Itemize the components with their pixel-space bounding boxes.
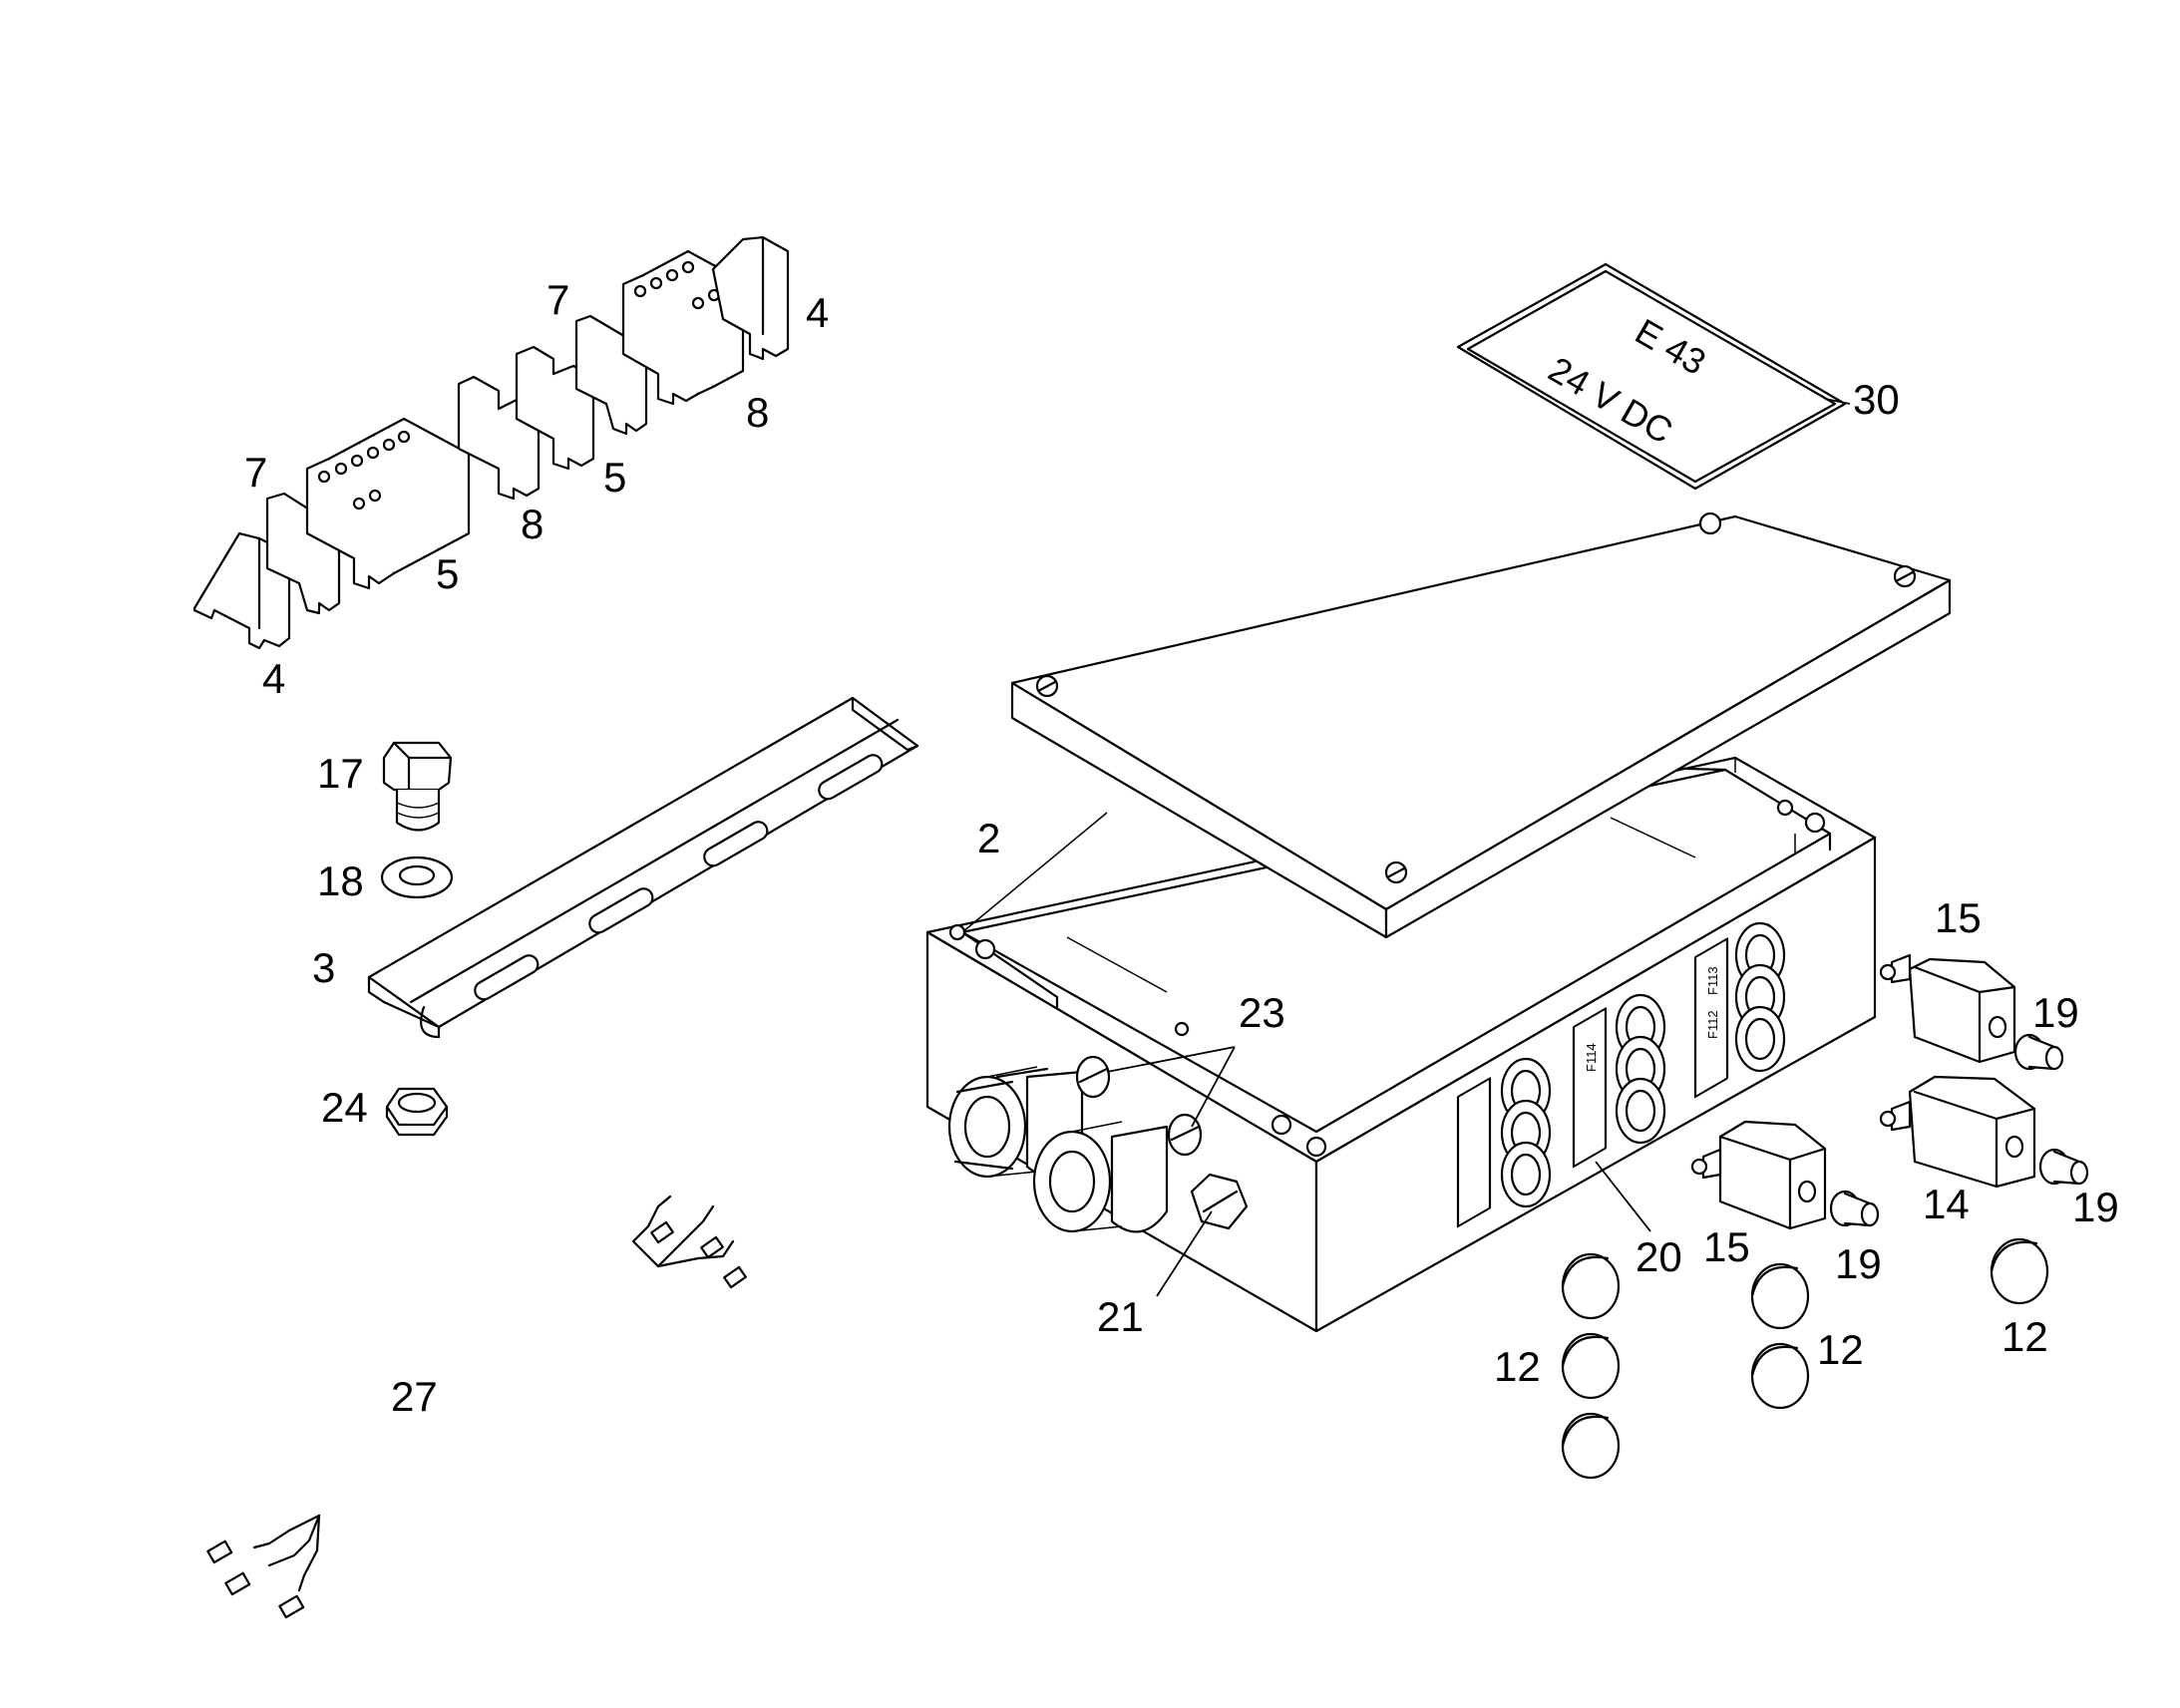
callout-8-upper: 8 [746, 389, 769, 436]
blanking-plug-23a [1075, 1055, 1111, 1099]
box-side-openings: F114 F113 F112 [1456, 921, 1786, 1228]
callout-30: 30 [1853, 376, 1900, 423]
indicator-19-top [2013, 1033, 2064, 1071]
contactor-14 [1879, 1075, 2036, 1189]
callout-27: 27 [391, 1373, 438, 1420]
indicator-19-mid [1829, 1190, 1880, 1227]
contactor-15-upper [1879, 953, 2016, 1064]
cable-gland-large-1 [947, 1066, 1084, 1179]
blind-cap-12-a3 [1561, 1412, 1621, 1480]
callout-19-middle: 19 [1835, 1240, 1882, 1287]
callout-23: 23 [1239, 989, 1285, 1036]
blind-cap-12-a2 [1561, 1332, 1621, 1400]
terminal-5-upper [515, 345, 595, 471]
knockout-column-1 [1500, 1057, 1552, 1208]
callout-4-lower: 4 [262, 655, 285, 702]
callout-18: 18 [317, 857, 364, 904]
end-clamp-4-upper [711, 235, 790, 361]
nameplate: E 43 24 V DC [1456, 262, 1847, 491]
cable-harness [206, 1195, 747, 1619]
blind-cap-12-a1 [1561, 1252, 1621, 1320]
callout-15-upper: 15 [1935, 894, 1982, 941]
callout-14: 14 [1923, 1181, 1970, 1227]
callout-17: 17 [317, 750, 364, 797]
leader-lines [1106, 398, 1851, 1297]
callout-7-upper: 7 [546, 276, 569, 323]
callout-5-upper: 5 [603, 454, 626, 501]
callout-3: 3 [312, 944, 335, 991]
callout-12-right: 12 [2001, 1313, 2048, 1360]
knockout-column-2 [1615, 993, 1666, 1145]
indicator-19-right [2038, 1148, 2089, 1186]
din-rail [367, 696, 919, 1039]
blind-cap-12-c1 [1990, 1237, 2049, 1305]
washer [380, 855, 454, 899]
callout-5-lower: 5 [436, 550, 459, 597]
enclosure-lid [1010, 512, 1952, 939]
callout-8-lower: 8 [521, 501, 544, 547]
blind-cap-12-b1 [1750, 1262, 1810, 1330]
callout-19-right: 19 [2072, 1184, 2119, 1230]
callout-21: 21 [1097, 1293, 1144, 1340]
callout-12-middle: 12 [1817, 1326, 1864, 1373]
callout-12-left: 12 [1494, 1343, 1541, 1390]
cable-gland-large-2 [1032, 1121, 1169, 1233]
callout-labels: 2 3 4 4 5 5 7 7 8 8 12 12 12 14 15 15 17… [244, 276, 2119, 1420]
fuse-label-f114: F114 [1584, 1043, 1599, 1072]
knockout-column-3 [1734, 921, 1786, 1073]
callout-7-lower: 7 [244, 449, 267, 496]
callout-20: 20 [1635, 1233, 1682, 1280]
callout-15-lower: 15 [1703, 1223, 1750, 1270]
callout-19-top: 19 [2032, 989, 2079, 1036]
callout-2: 2 [977, 815, 1000, 861]
hex-bolt [382, 741, 453, 832]
hex-plug-21 [1190, 1173, 1249, 1230]
blind-cap-12-b2 [1750, 1342, 1810, 1410]
terminal-block-5-lower [305, 417, 471, 590]
callout-4-upper: 4 [806, 289, 829, 336]
fuse-label-f112: F112 [1705, 1010, 1720, 1039]
callout-24: 24 [321, 1084, 368, 1131]
fuse-label-f113: F113 [1705, 966, 1720, 995]
end-clamp-4-lower [192, 531, 291, 650]
contactor-15-lower [1690, 1120, 1827, 1230]
hex-nut [385, 1087, 449, 1137]
